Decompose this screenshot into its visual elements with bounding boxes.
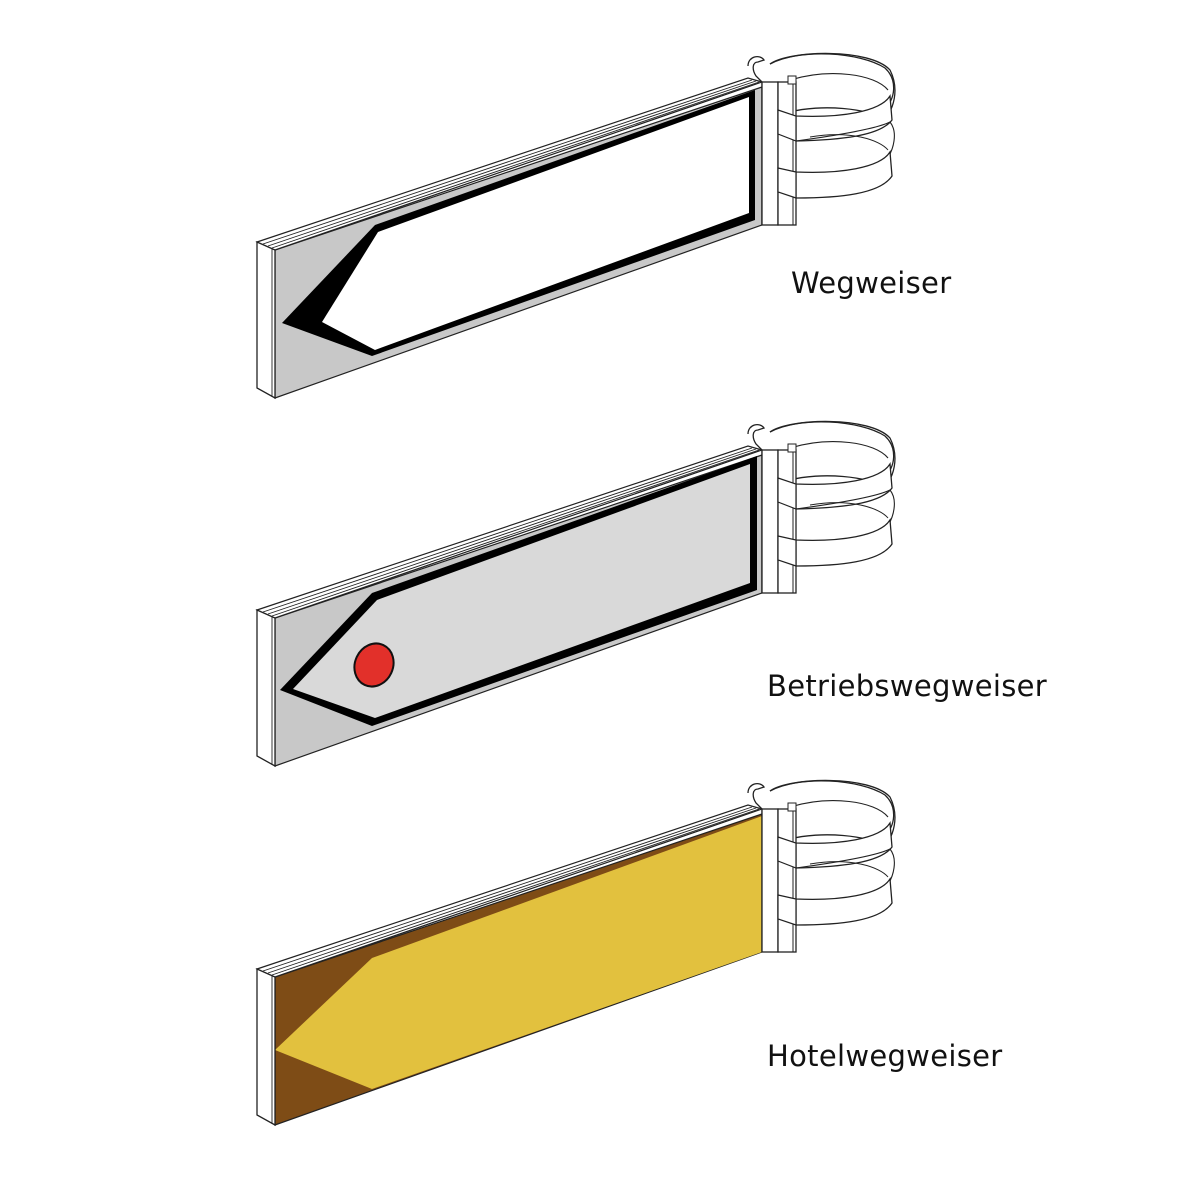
sign-hotelwegweiser <box>256 779 896 1126</box>
pole-clamp-icon <box>747 779 896 953</box>
label-betriebswegweiser: Betriebswegweiser <box>767 669 1048 703</box>
sign-betriebswegweiser <box>256 420 896 767</box>
label-hotelwegweiser: Hotelwegweiser <box>767 1039 1003 1073</box>
pole-clamp-icon <box>747 420 896 594</box>
arrow-left-icon <box>275 816 762 1089</box>
sign-wegweiser <box>256 52 896 399</box>
label-wegweiser: Wegweiser <box>791 266 952 300</box>
pole-clamp-icon <box>747 52 896 226</box>
red-dot-icon <box>353 642 395 688</box>
